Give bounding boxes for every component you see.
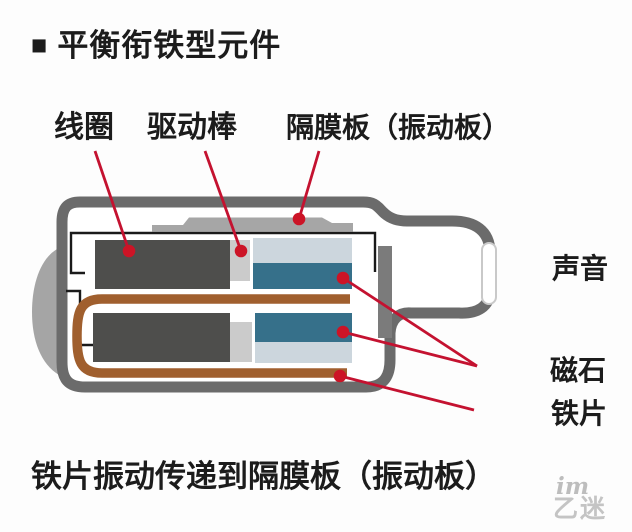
label-magnet: 磁石 [550,355,607,386]
frame-line-top [69,231,377,275]
sound-nozzle-opening [481,242,497,305]
label-sound: 声音 [552,253,609,284]
pointer-line-drive-rod [203,150,243,252]
drive-rod-lower [230,322,252,362]
coil-upper-block [95,240,230,289]
label-iron-piece: 铁片 [551,398,608,429]
bottom-caption: 铁片振动传递到隔膜板（振动板） [31,459,496,494]
pointer-line-iron [339,374,475,412]
pointer-line-magnet-upper [342,276,478,368]
pointer-line-coil [93,150,131,252]
label-coil: 线圈 [54,111,114,144]
pointer-dot-coil [122,244,136,258]
magnet-lower-block [255,313,352,342]
page-title-text: 平衡衔铁型元件 [57,28,282,63]
watermark-script: im [556,473,590,500]
page-title: ■ 平衡衔铁型元件 [31,28,282,63]
pointer-line-magnet-lower [342,330,478,368]
pointer-dot-magnet-upper [336,271,350,285]
pointer-dot-magnet-lower [336,325,350,339]
watermark-name: 乙迷 [553,495,608,523]
label-diaphragm-plate: 隔膜板（振动板） [286,112,511,143]
diaphragm-mount-lower [255,342,352,363]
pointer-dot-diaphragm [292,212,306,226]
diaphragm-mount-upper [253,238,352,263]
pointer-line-diaphragm [297,150,321,220]
left-mount-blob [32,248,64,375]
armature-u-bar [72,294,350,378]
label-drive-rod: 驱动棒 [147,111,237,144]
pointer-dot-iron [333,369,347,383]
coil-lower-block [93,313,230,362]
magnet-upper-block [253,263,352,289]
pointer-dot-drive-rod [234,244,248,258]
square-bullet-icon: ■ [31,30,49,61]
